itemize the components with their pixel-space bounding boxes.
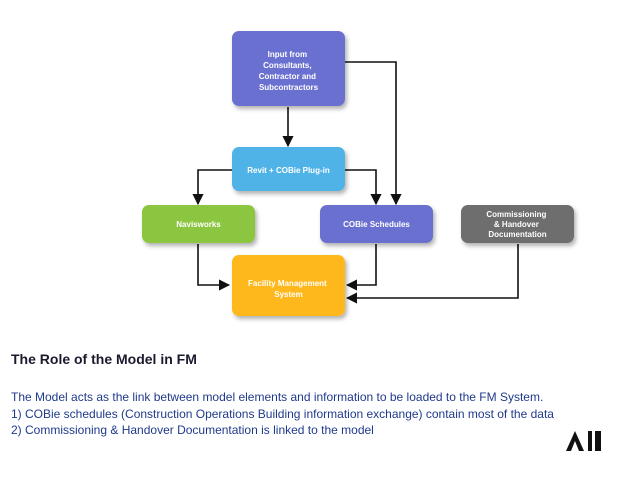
node-fms-label: Facility Management System xyxy=(248,279,329,299)
brand-logo-icon xyxy=(566,431,601,451)
node-commissioning-line-1: Commissioning xyxy=(486,210,546,219)
node-revit-label: Revit + COBie Plug-in xyxy=(247,166,330,175)
node-commissioning-box xyxy=(461,205,574,243)
node-cobie-label: COBie Schedules xyxy=(343,220,410,229)
node-fms-line-2: System xyxy=(274,290,302,299)
node-input-label: Input from Consultants, Contractor and S… xyxy=(259,50,319,92)
description-point-1: 1) COBie schedules (Construction Operati… xyxy=(11,406,554,421)
node-commissioning-label: Commissioning & Handover Documentation xyxy=(486,210,548,239)
description-point-2: 2) Commissioning & Handover Documentatio… xyxy=(11,423,374,437)
fm-flow-diagram: Input from Consultants, Contractor and S… xyxy=(142,31,574,316)
node-navisworks: Navisworks xyxy=(142,205,255,243)
edge-navisworks-to-fms xyxy=(197,244,231,291)
node-input-line-3: Contractor and xyxy=(259,72,316,81)
node-input-box xyxy=(232,31,345,106)
edge-cobie-to-fms xyxy=(345,244,377,291)
edge-revit-to-navisworks xyxy=(192,169,232,206)
edge-revit-to-cobie xyxy=(345,169,382,206)
node-input-line-1: Input from xyxy=(268,50,308,59)
node-input-line-2: Consultants, xyxy=(263,61,311,70)
node-input-from-consultants: Input from Consultants, Contractor and S… xyxy=(232,31,345,106)
node-revit-box xyxy=(232,147,345,191)
node-commissioning-line-3: Documentation xyxy=(488,230,546,239)
section-title: The Role of the Model in FM xyxy=(11,351,197,367)
node-cobie-line-1: COBie Schedules xyxy=(343,220,410,229)
node-facility-management-system: Facility Management System xyxy=(232,255,345,316)
edge-commissioning-to-fms xyxy=(345,244,519,304)
node-cobie-box xyxy=(320,205,433,243)
node-navisworks-line-1: Navisworks xyxy=(176,220,221,229)
node-navisworks-label: Navisworks xyxy=(176,220,221,229)
description-intro: The Model acts as the link between model… xyxy=(11,390,544,404)
description-block: The Model acts as the link between model… xyxy=(11,389,554,439)
node-fms-box xyxy=(232,255,345,316)
edge-input-to-cobie xyxy=(345,61,402,206)
node-commissioning-handover: Commissioning & Handover Documentation xyxy=(461,205,574,243)
node-fms-line-1: Facility Management xyxy=(248,279,327,288)
node-revit-line-1: Revit + COBie Plug-in xyxy=(247,166,330,175)
node-revit-cobie-plugin: Revit + COBie Plug-in xyxy=(232,147,345,191)
node-cobie-schedules: COBie Schedules xyxy=(320,205,433,243)
node-navisworks-box xyxy=(142,205,255,243)
node-input-line-4: Subcontractors xyxy=(259,83,319,92)
node-commissioning-line-2: & Handover xyxy=(494,220,539,229)
